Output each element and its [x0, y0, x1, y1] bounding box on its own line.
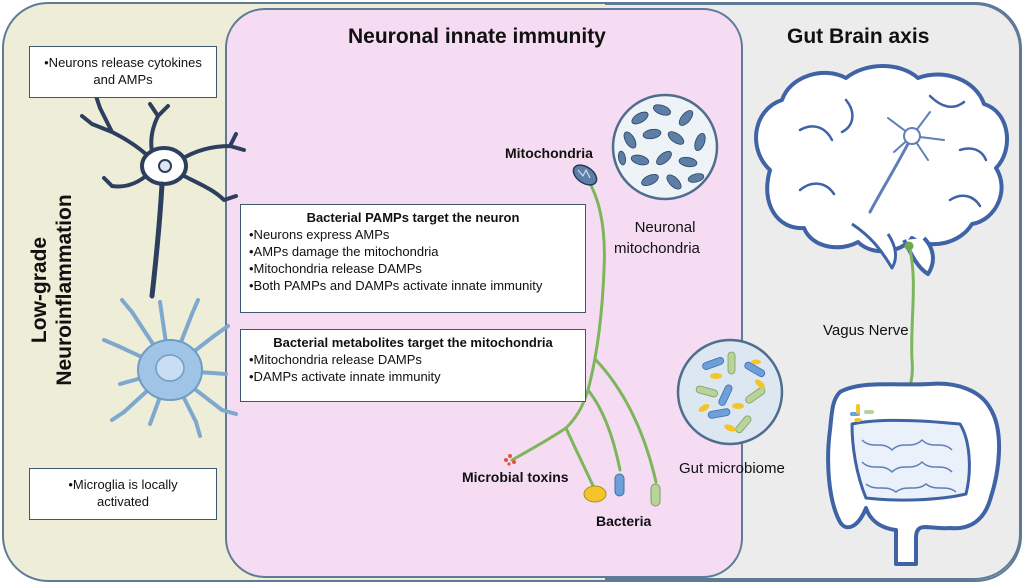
- pamps-item: •Neurons express AMPs: [249, 227, 390, 242]
- mitochondrion-icon: [572, 164, 598, 186]
- pamps-item: •Mitochondria release DAMPs: [249, 261, 422, 276]
- mitochondria-label: Mitochondria: [505, 145, 593, 161]
- neuronal-mito-line2: mitochondria: [614, 240, 700, 257]
- microbial-toxin-icon: [504, 454, 516, 466]
- brain-icon: [754, 64, 1010, 276]
- metabolites-item: •Mitochondria release DAMPs: [249, 352, 422, 367]
- metabolites-box: Bacterial metabolites target the mitocho…: [240, 329, 586, 402]
- neurons-release-line2: and AMPs: [93, 72, 153, 87]
- nerve-branch-icon: [510, 178, 658, 490]
- neurons-release-line1: •Neurons release cytokines: [44, 55, 202, 70]
- center-panel-title: Neuronal innate immunity: [348, 25, 606, 48]
- neuron-icon: [80, 94, 246, 299]
- microbial-toxins-label: Microbial toxins: [462, 469, 569, 485]
- microglia-icon: [102, 298, 238, 438]
- left-title-line2: Neuroinflammation: [53, 194, 76, 386]
- neuronal-mitochondria-label: Neuronal: [627, 219, 703, 236]
- pamps-item: •Both PAMPs and DAMPs activate innate im…: [249, 278, 543, 293]
- bacteria-label: Bacteria: [596, 513, 652, 529]
- brain-sulci-icon: [798, 94, 988, 208]
- neuronal-mito-line1: Neuronal: [634, 219, 696, 236]
- gut-microbiome-icon: [676, 338, 784, 446]
- bacteria-icon: [583, 473, 661, 507]
- left-panel-title: Low-grade Neuroinflammation: [27, 194, 77, 385]
- neurons-release-box: •Neurons release cytokines and AMPs: [29, 46, 217, 98]
- nerve-origin-dot: [904, 241, 914, 251]
- pamps-box: Bacterial PAMPs target the neuron •Neuro…: [240, 204, 586, 313]
- microglia-line2: activated: [96, 494, 150, 509]
- colon-icon: [826, 381, 1001, 566]
- pamps-item: •AMPs damage the mitochondria: [249, 244, 439, 259]
- microglia-line1: •Microglia is locally: [68, 477, 178, 492]
- left-title-line1: Low-grade: [28, 236, 51, 344]
- metabolites-item: •DAMPs activate innate immunity: [249, 369, 441, 384]
- gut-microbiome-label: Gut microbiome: [679, 460, 785, 477]
- neuronal-mitochondria-icon: [611, 93, 719, 201]
- pamps-title: Bacterial PAMPs target the neuron: [306, 210, 520, 225]
- colon-villi-icon: [861, 438, 957, 493]
- colon-bacteria-icon: [850, 404, 874, 422]
- microglia-activated-box: •Microglia is locally activated: [29, 468, 217, 520]
- vagus-nerve-label: Vagus Nerve: [823, 322, 909, 339]
- metabolites-title: Bacterial metabolites target the mitocho…: [273, 335, 553, 350]
- brain-neuron-icon: [868, 111, 945, 214]
- right-panel-title: Gut Brain axis: [787, 25, 930, 48]
